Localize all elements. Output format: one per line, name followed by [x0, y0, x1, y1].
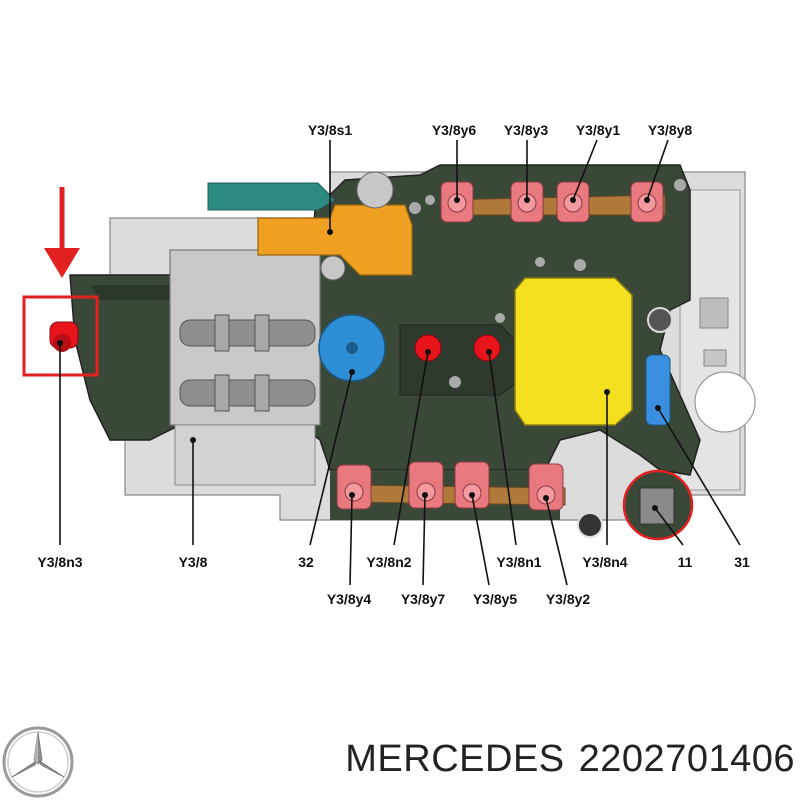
mercedes-star-logo [2, 726, 74, 798]
part-number: 2202701406 [578, 738, 795, 780]
label-y3-8y8: Y3/8y8 [648, 122, 693, 138]
leader-lines [57, 139, 741, 586]
connector-y3-8y4 [336, 464, 372, 510]
label-y3-8y4: Y3/8y4 [327, 591, 372, 607]
connector-y3-8y7 [408, 461, 444, 509]
label-y3-8n3: Y3/8n3 [37, 554, 82, 570]
bottom-connector-strip [336, 461, 566, 511]
label-y3-8y5: Y3/8y5 [473, 591, 518, 607]
labels-bottom-row1: Y3/8n3 Y3/8 32 Y3/8n2 Y3/8n1 Y3/8n4 11 3… [37, 554, 750, 570]
connector-y3-8y2 [528, 463, 564, 511]
sensor-y3-8s1 [257, 171, 413, 281]
label-y3-8n1: Y3/8n1 [496, 554, 541, 570]
label-y3-8y3: Y3/8y3 [504, 122, 549, 138]
speed-sensor-32 [318, 314, 386, 382]
speed-sensor-y3-8n2 [414, 334, 442, 362]
labels-bottom-row2: Y3/8y4 Y3/8y7 Y3/8y5 Y3/8y2 [327, 591, 591, 607]
speed-sensor-y3-8n1 [473, 334, 501, 362]
label-y3-8: Y3/8 [179, 554, 208, 570]
footer-part-info: MERCEDES 2202701406 [300, 738, 795, 788]
label-y3-8s1: Y3/8s1 [308, 122, 353, 138]
spool-valves [169, 249, 321, 486]
label-y3-8n2: Y3/8n2 [366, 554, 411, 570]
label-11: 11 [678, 554, 693, 570]
brand-name: MERCEDES [345, 738, 565, 780]
labels-top: Y3/8s1 Y3/8y6 Y3/8y3 Y3/8y1 Y3/8y8 [308, 122, 693, 138]
label-32: 32 [298, 554, 314, 570]
selector-lever [207, 182, 336, 211]
pin-connector-31 [645, 354, 671, 426]
label-y3-8y2: Y3/8y2 [546, 591, 591, 607]
control-module-y3-8n4 [514, 277, 633, 426]
label-y3-8y7: Y3/8y7 [401, 591, 446, 607]
label-31: 31 [734, 554, 750, 570]
connector-y3-8y5 [454, 461, 490, 509]
indicator-arrow [44, 187, 80, 278]
label-y3-8n4: Y3/8n4 [582, 554, 627, 570]
label-y3-8y1: Y3/8y1 [576, 122, 621, 138]
label-y3-8y6: Y3/8y6 [432, 122, 477, 138]
